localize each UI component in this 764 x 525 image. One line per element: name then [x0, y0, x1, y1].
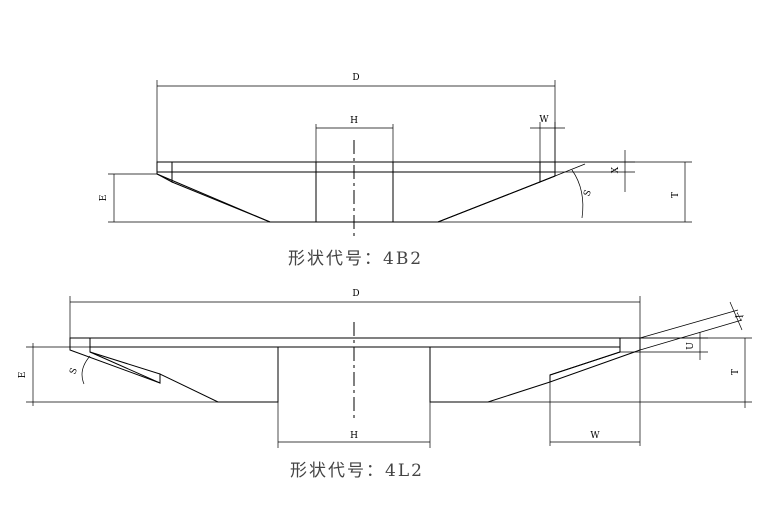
figure-4l2: D H W X U T E S 形状代号：4L2 [18, 289, 752, 481]
dim-label-u: U [686, 342, 696, 350]
dim-label-w: W [590, 431, 600, 441]
abrasive-layer-left [69, 337, 161, 384]
caption-4b2: 形状代号：4B2 [288, 249, 423, 269]
figure-4b2: D H W X T E S 形状代号：4B2 [99, 73, 692, 269]
dim-label-t: T [731, 369, 741, 375]
dim-label-s: S [68, 367, 80, 376]
abrasive-layer-left [156, 161, 173, 183]
dim-x-line [729, 301, 743, 331]
dim-label-x: X [611, 166, 621, 173]
dim-label-d: D [352, 73, 359, 83]
dim-label-x: X [734, 311, 746, 322]
dim-label-s: S [582, 189, 594, 198]
outer-contour-right [393, 162, 556, 223]
dim-label-w: W [539, 115, 549, 125]
outer-contour-left [156, 162, 316, 223]
dim-label-h: H [350, 116, 358, 126]
wheel-body-right [429, 346, 621, 403]
dim-label-e: E [99, 195, 109, 202]
wheel-body-left [89, 346, 279, 403]
dim-s-arc [81, 355, 91, 385]
abrasive-layer-right [549, 337, 641, 383]
dim-label-t: T [671, 192, 681, 198]
wheel-body-left [171, 171, 317, 223]
dim-s-arc [571, 169, 584, 219]
caption-4l2: 形状代号：4L2 [290, 461, 424, 481]
dim-label-h: H [350, 431, 358, 441]
dim-label-d: D [352, 289, 359, 299]
wheel-body-right [392, 171, 541, 223]
dim-label-e: E [18, 372, 28, 379]
